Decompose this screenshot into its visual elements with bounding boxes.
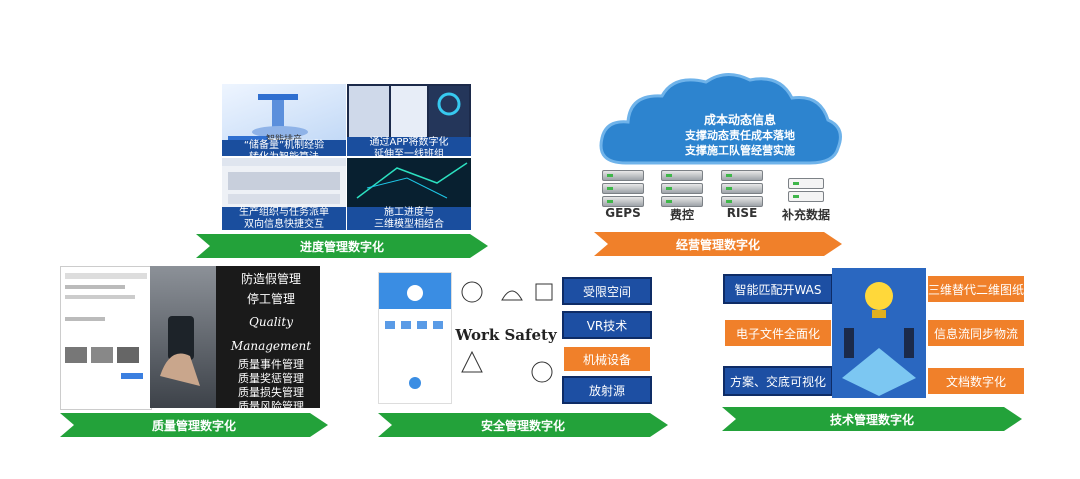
tech-meeting-illustration xyxy=(832,268,926,398)
progress-caption-3: 生产组织与任务派单 双向信息快捷交互 xyxy=(222,207,346,230)
tech-tag-visualization: 方案、交底可视化 xyxy=(723,366,833,396)
business-meeting-icon xyxy=(842,282,916,396)
cloud-text: 成本动态信息 支撑动态责任成本落地 支撑施工队管经营实施 xyxy=(650,112,830,158)
quality-item-risks: 质量风险管理 xyxy=(238,400,304,408)
bim-model-icon xyxy=(356,162,468,199)
technical-arrow-label: 技术管理数字化 xyxy=(722,407,1022,431)
app-illustration-icon xyxy=(228,94,308,142)
progress-panel-software: 生产组织与任务派单 双向信息快捷交互 xyxy=(222,158,346,230)
tech-tag-was: 智能匹配开WAS xyxy=(723,274,833,304)
tech-tag-3d-drawings: 三维替代二维图纸 xyxy=(926,274,1026,304)
server-geps-icon xyxy=(602,170,644,209)
safety-tag-confined-space: 受限空间 xyxy=(562,277,652,305)
server-label-geps: GEPS xyxy=(605,206,641,220)
work-safety-banner: Work Safety xyxy=(455,326,557,344)
cloud-line-3: 支撑施工队管经营实施 xyxy=(685,144,795,157)
cloud-line-1: 成本动态信息 xyxy=(703,113,776,127)
progress-caption-4: 施工进度与 三维模型相结合 xyxy=(347,207,471,230)
progress-caption-2: 通过APP将数字化 延伸至一线班组 xyxy=(347,137,471,156)
tech-tag-doc-digital: 文档数字化 xyxy=(926,366,1026,396)
software-screenshot-icon xyxy=(222,158,346,204)
safety-tag-radiation: 放射源 xyxy=(562,376,652,404)
server-supplement-icon xyxy=(788,178,824,204)
quality-item-anti-fraud: 防造假管理 xyxy=(240,272,301,286)
safety-tag-vr: VR技术 xyxy=(562,311,652,339)
safety-app-icon xyxy=(379,273,451,389)
quality-arrow-label: 质量管理数字化 xyxy=(60,413,328,437)
tech-tag-e-files: 电子文件全面化 xyxy=(723,318,833,348)
cloud-line-2: 支撑动态责任成本落地 xyxy=(685,129,795,142)
progress-panel-app: 智能排产 “储备量”机制经验 转化为智能算法 xyxy=(222,84,346,156)
safety-icons-illustration xyxy=(461,281,553,383)
progress-caption-1: “储备量”机制经验 转化为智能算法 xyxy=(222,140,346,156)
server-label-supplement: 补充数据 xyxy=(781,208,830,222)
safety-phone-screen xyxy=(378,272,452,404)
business-arrow-label: 经营管理数字化 xyxy=(594,232,842,256)
quality-blackboard: 防造假管理 停工管理 Quality Management 质量事件管理 质量奖… xyxy=(216,266,320,408)
quality-hand-photo xyxy=(150,266,216,408)
server-rise-icon xyxy=(721,170,763,209)
quality-item-events: 质量事件管理 xyxy=(238,358,304,371)
quality-item-losses: 质量损失管理 xyxy=(238,386,304,399)
quality-item-rewards: 质量奖惩管理 xyxy=(238,372,304,385)
smart-label-bar xyxy=(228,136,268,142)
quality-phone-screen xyxy=(60,266,152,410)
progress-panel-phone: 通过APP将数字化 延伸至一线班组 xyxy=(347,84,471,156)
safety-arrow-label: 安全管理数字化 xyxy=(378,413,668,437)
quality-form-icon xyxy=(65,273,147,379)
phone-in-hand-icon xyxy=(160,316,200,386)
server-label-rise: RISE xyxy=(726,206,758,220)
quality-management-title: Quality Management xyxy=(230,315,312,353)
cloud-icon xyxy=(599,73,842,165)
safety-tag-machinery: 机械设备 xyxy=(562,345,652,373)
tech-tag-info-sync: 信息流同步物流 xyxy=(926,318,1026,348)
dashboard-screens-icon xyxy=(349,86,469,138)
progress-arrow-label: 进度管理数字化 xyxy=(196,234,488,258)
quality-item-stop-work: 停工管理 xyxy=(246,292,295,306)
server-cost-control-icon xyxy=(661,170,703,209)
progress-panel-bim: 施工进度与 三维模型相结合 xyxy=(347,158,471,230)
server-label-cost-control: 费控 xyxy=(669,208,694,222)
